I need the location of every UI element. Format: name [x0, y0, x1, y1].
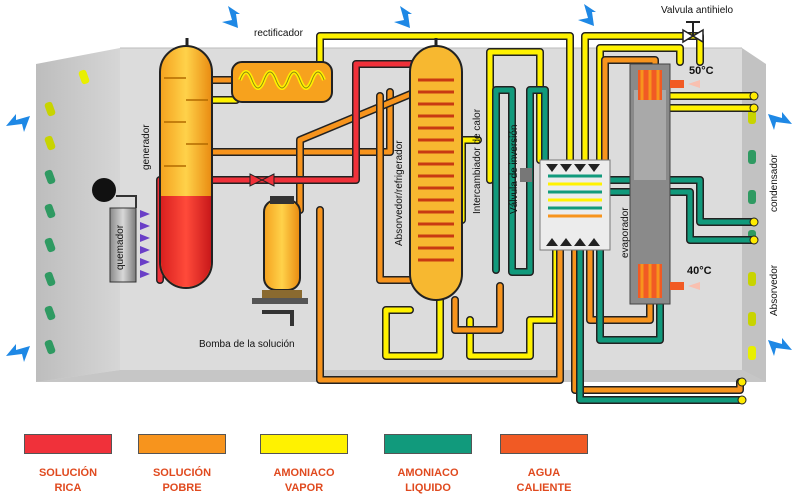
legend-label: SOLUCIÓN RICA	[38, 467, 98, 494]
legend-item: SOLUCIÓN POBRE	[132, 434, 232, 496]
air-arrow-top-2	[394, 6, 412, 28]
legend-swatch	[384, 434, 472, 454]
diagram-canvas	[6, 4, 792, 405]
absorber-refrigerator-label: Absorvedor/refrigerador	[394, 140, 405, 246]
heat-exchanger-label: Intercambiador de calor	[472, 108, 483, 214]
legend-swatch	[24, 434, 112, 454]
legend: SOLUCIÓN RICA SOLUCIÓN POBRE AMONIACO VAPO…	[0, 426, 800, 495]
air-arrow-top-1	[222, 6, 240, 28]
rectifier-label: rectificador	[254, 28, 303, 39]
solution-pump-label: Bomba de la solución	[199, 339, 295, 350]
antifreeze-valve	[682, 21, 704, 44]
antifreeze-valve-label: Valvula antihielo	[661, 5, 734, 16]
hot-water-arrows	[670, 80, 700, 290]
air-flow-arrows	[6, 4, 792, 362]
evaporator-label: evaporador	[620, 207, 631, 258]
generator-label: generador	[141, 124, 152, 170]
legend-item: AGUA CALIENTE	[494, 434, 594, 496]
legend-swatch	[260, 434, 348, 454]
hot-water-temp: 50°C	[689, 65, 714, 77]
return-water-temp: 40°C	[687, 265, 712, 277]
air-arrow-left-1	[6, 114, 30, 132]
connection-dots	[737, 91, 759, 405]
legend-item: AMONIACO LIQUIDO	[378, 434, 478, 496]
evaporator	[629, 63, 671, 305]
line-valve	[249, 173, 275, 187]
reversing-valve-label: Válvula de inversión	[509, 124, 520, 215]
air-arrow-right-1	[768, 112, 792, 130]
reversing-valve	[520, 159, 611, 251]
burner	[92, 178, 150, 283]
ammonia-vapor-pipes	[208, 32, 756, 360]
cabinet-right-panel	[742, 48, 766, 382]
air-arrow-top-3	[578, 4, 596, 26]
legend-swatch	[500, 434, 588, 454]
legend-swatch	[138, 434, 226, 454]
legend-label: SOLUCIÓN POBRE	[152, 467, 212, 494]
rectifier	[231, 61, 333, 103]
generator-vessel	[159, 38, 213, 289]
absorber-label: Absorvedor	[769, 264, 780, 316]
burner-label: quemador	[115, 224, 126, 270]
legend-label: AGUA CALIENTE	[516, 467, 572, 494]
legend-label: AMONIACO VAPOR	[273, 467, 335, 494]
legend-item: AMONIACO VAPOR	[254, 434, 354, 496]
left-coil-fins	[44, 69, 90, 355]
legend-label: AMONIACO LIQUIDO	[397, 467, 459, 494]
absorber-refrigerator	[409, 38, 463, 301]
legend-item: SOLUCIÓN RICA	[18, 434, 118, 496]
right-coil-fins	[748, 110, 756, 360]
solution-pump	[252, 196, 308, 326]
air-arrow-right-2	[768, 338, 792, 356]
cabinet-left-panel	[36, 48, 120, 382]
condenser-label: condensador	[769, 154, 780, 212]
air-arrow-left-2	[6, 344, 30, 362]
